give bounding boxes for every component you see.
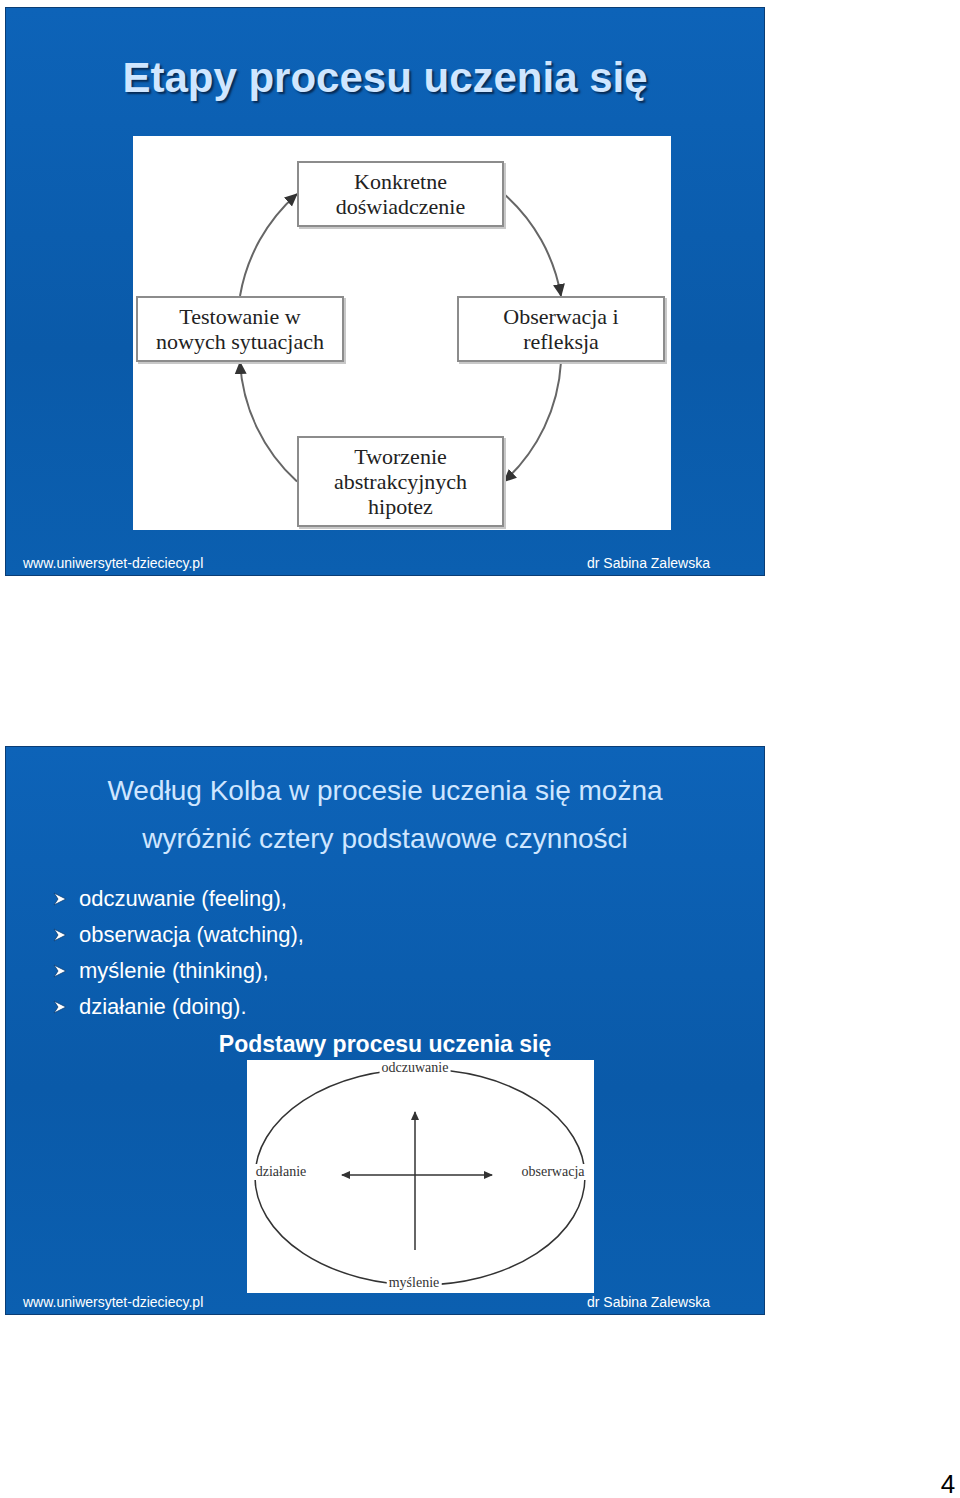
page-number: 4: [941, 1469, 955, 1498]
axis-arrow: [414, 1112, 416, 1250]
footer-url: www.uniwersytet-dzieciecy.pl: [23, 1294, 203, 1310]
cycle-arrow: [504, 194, 561, 296]
footer-author: dr Sabina Zalewska: [587, 1294, 710, 1310]
cycle-arrow: [240, 362, 297, 482]
axis-label: działanie: [254, 1164, 309, 1180]
footer-url: www.uniwersytet-dzieciecy.pl: [23, 555, 203, 571]
footer-author: dr Sabina Zalewska: [587, 555, 710, 571]
cycle-arrow: [504, 362, 561, 482]
slide-text: Według Kolba w procesie uczenia się możn…: [65, 767, 705, 863]
bullet-item: odczuwanie (feeling),: [79, 886, 287, 912]
process-box: Testowanie w nowych sytuacjach: [136, 296, 344, 362]
bullet-item: myślenie (thinking),: [79, 958, 269, 984]
axis-arrow: [415, 1174, 492, 1176]
slide-title: Etapy procesu uczenia się: [122, 54, 647, 102]
cycle-arrow: [240, 194, 297, 296]
axis-label: odczuwanie: [380, 1060, 451, 1076]
box-text: Testowanie w nowych sytuacjach: [146, 304, 334, 354]
process-box: Tworzenie abstrakcyjnych hipotez: [297, 436, 504, 527]
box-text: Konkretne doświadczenie: [307, 169, 494, 219]
axis-label: obserwacja: [520, 1164, 587, 1180]
axis-label: myślenie: [387, 1275, 442, 1291]
bullet-markers: [54, 893, 66, 1013]
process-box: Obserwacja i refleksja: [457, 296, 665, 362]
box-text: Obserwacja i refleksja: [467, 304, 655, 354]
axis-arrow: [342, 1174, 415, 1176]
bullet-item: obserwacja (watching),: [79, 922, 304, 948]
box-text: Tworzenie abstrakcyjnych hipotez: [307, 444, 494, 519]
process-box: Konkretne doświadczenie: [297, 161, 504, 227]
image-heading: Podstawy procesu uczenia się: [219, 1031, 551, 1058]
bullet-item: działanie (doing).: [79, 994, 247, 1020]
